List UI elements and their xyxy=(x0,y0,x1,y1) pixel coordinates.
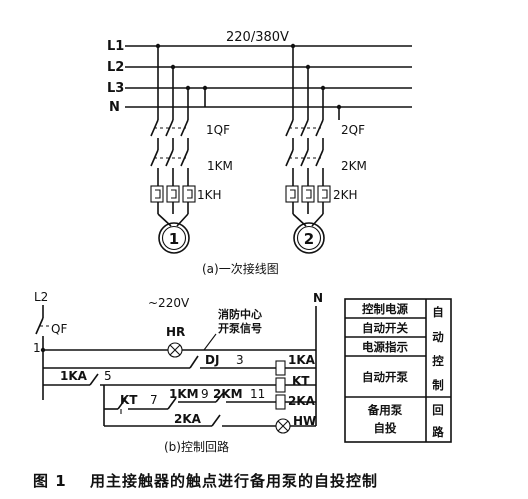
label-hw: HW xyxy=(293,414,316,428)
label-1km: 1KM xyxy=(207,159,233,173)
legend-row-auto-switch: 自动开关 xyxy=(362,321,408,335)
control-circuit-diagram: L2 N ~220V QF 1 HR 消防中心 开泵信号 DJ 3 1KA xyxy=(33,290,323,454)
label-node-9: 9 xyxy=(201,387,209,401)
coil-kt xyxy=(275,377,286,393)
bus-label-n: N xyxy=(109,100,120,115)
legend-side-char-4: 制 xyxy=(432,378,444,392)
legend-side-char-2: 动 xyxy=(432,330,444,344)
label-l2-b: L2 xyxy=(34,290,48,304)
label-dj: DJ xyxy=(205,353,219,367)
contact-1ka xyxy=(89,373,99,386)
label-node-3: 3 xyxy=(236,353,244,367)
legend-row-auto-pump-start: 自动开泵 xyxy=(362,370,408,384)
thermal-relay-1kh xyxy=(150,185,196,227)
legend-row-standby-pump: 备用泵 xyxy=(367,403,403,417)
bus-label-l3: L3 xyxy=(107,81,124,96)
bus-label-l1: L1 xyxy=(107,39,124,54)
contactor-2km xyxy=(285,149,324,186)
legend-side-char-5: 回 xyxy=(432,403,444,417)
label-fire-signal-1: 消防中心 xyxy=(218,307,262,321)
label-control-voltage: ~220V xyxy=(148,296,190,310)
breaker-1qf xyxy=(150,119,189,150)
label-2km: 2KM xyxy=(341,159,367,173)
contact-1km xyxy=(167,397,177,410)
label-contact-1km: 1KM xyxy=(169,387,199,401)
breaker-2qf xyxy=(285,119,324,150)
bus-label-l2: L2 xyxy=(107,60,124,75)
legend-side-char-6: 路 xyxy=(432,425,444,439)
contact-kt xyxy=(117,397,127,410)
motor-1-label: 1 xyxy=(169,230,179,248)
contact-dj xyxy=(189,355,199,369)
figure-number: 图 1 xyxy=(33,472,67,490)
label-qf-b: QF xyxy=(51,322,67,336)
label-contact-2ka: 2KA xyxy=(174,412,202,426)
pump2-branch: 2QF 2KM 2KH 2 xyxy=(285,43,367,254)
contact-2ka xyxy=(211,414,221,427)
label-2kh: 2KH xyxy=(333,188,358,202)
coil-2ka xyxy=(275,394,286,410)
thermal-relay-2kh xyxy=(285,185,331,227)
contact-2km xyxy=(215,391,225,403)
label-hr: HR xyxy=(166,325,185,339)
label-1qf: 1QF xyxy=(206,123,230,137)
pump1-branch: 1QF 1KM 1KH 1 xyxy=(150,43,233,254)
primary-wiring-diagram: 220/380V L1 L2 L3 N 1QF xyxy=(107,30,412,276)
supply-voltage-label: 220/380V xyxy=(226,30,289,45)
label-fire-signal-2: 开泵信号 xyxy=(218,321,262,335)
label-coil-kt: KT xyxy=(292,374,310,388)
label-contact-1ka: 1KA xyxy=(60,369,88,383)
caption-a: (a)一次接线图 xyxy=(202,261,279,276)
motor-2 xyxy=(293,222,325,254)
motor-1 xyxy=(158,222,190,254)
label-n-b: N xyxy=(313,291,323,305)
legend-row-power-indicator: 电源指示 xyxy=(362,340,408,354)
legend-row-auto-transfer: 自投 xyxy=(374,421,397,435)
label-node-5: 5 xyxy=(104,369,112,383)
label-contact-2km: 2KM xyxy=(213,387,243,401)
label-node-11: 11 xyxy=(250,387,265,401)
legend-side-char-1: 自 xyxy=(432,305,444,319)
caption-b: (b)控制回路 xyxy=(164,439,229,454)
label-contact-kt: KT xyxy=(120,393,138,407)
motor-2-label: 2 xyxy=(304,230,314,248)
breaker-qf-contact xyxy=(35,317,44,335)
label-coil-2ka: 2KA xyxy=(288,394,316,408)
function-legend-table: 控制电源 自动开关 电源指示 自动开泵 备用泵 自投 自 动 控 制 回 路 xyxy=(344,298,452,443)
legend-row-control-power: 控制电源 xyxy=(362,302,408,316)
label-1kh: 1KH xyxy=(197,188,222,202)
label-node-7: 7 xyxy=(150,393,158,407)
coil-1ka xyxy=(275,360,286,376)
label-2qf: 2QF xyxy=(341,123,365,137)
contactor-1km xyxy=(150,149,189,186)
label-node-1: 1 xyxy=(33,341,41,355)
figure-title: 用主接触器的触点进行备用泵的自投控制 xyxy=(90,472,379,490)
legend-side-char-3: 控 xyxy=(432,354,444,368)
label-coil-1ka: 1KA xyxy=(288,353,316,367)
